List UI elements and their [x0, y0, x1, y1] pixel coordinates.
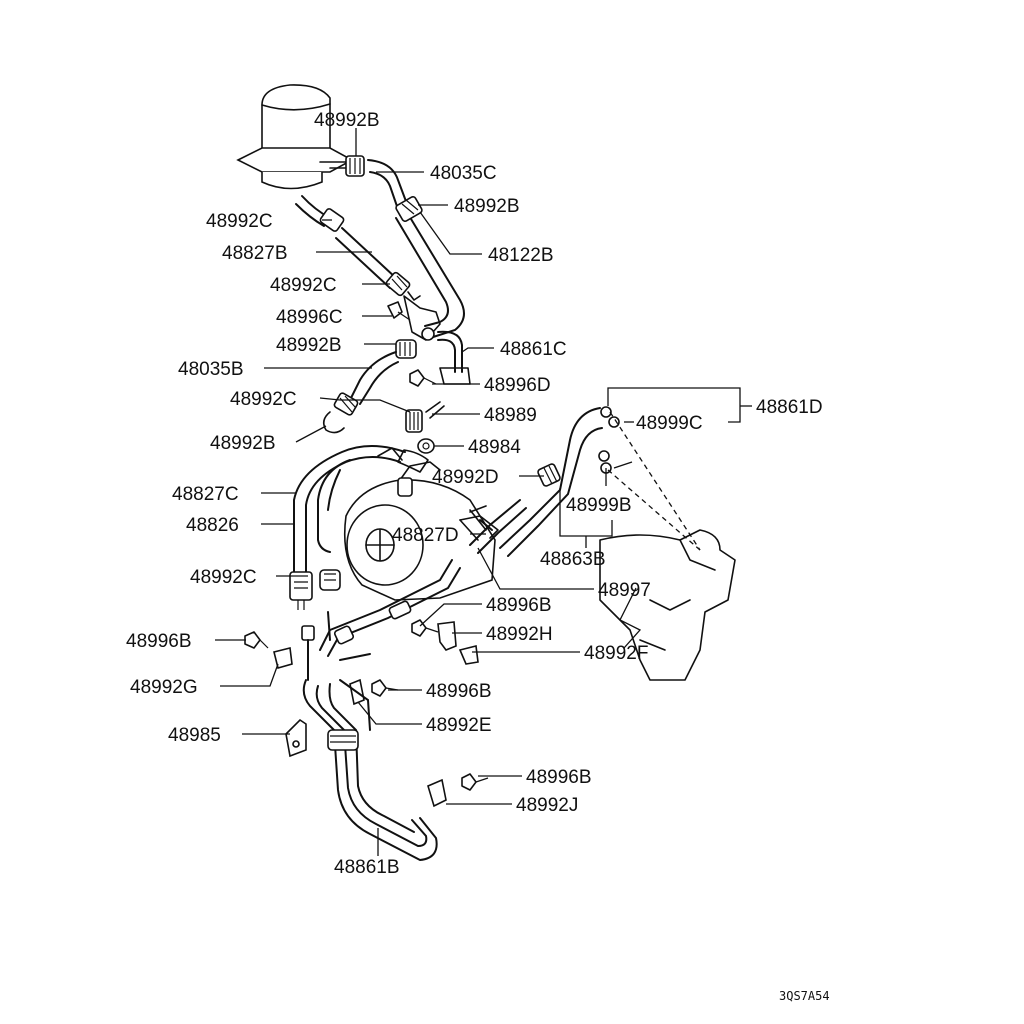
washer-48984	[417, 438, 435, 454]
label-48122b: 48122B	[488, 245, 554, 266]
hose-48035b	[322, 339, 417, 434]
bracket-48992j	[427, 773, 489, 808]
label-48992c: 48992C	[230, 389, 297, 410]
label-48863b: 48863B	[540, 549, 606, 570]
label-48996b: 48996B	[426, 681, 492, 702]
label-48861b: 48861B	[334, 857, 400, 878]
label-48827c: 48827C	[172, 484, 239, 505]
label-48992c: 48992C	[190, 567, 257, 588]
label-48992d: 48992D	[432, 467, 499, 488]
figure-code: 3QS7A54	[779, 989, 830, 1003]
pipe-fitting-upper	[387, 291, 441, 341]
label-48997: 48997	[598, 580, 651, 601]
seal-48989	[405, 401, 445, 433]
label-48827d: 48827D	[392, 525, 459, 546]
label-48035c: 48035C	[430, 163, 497, 184]
label-48985: 48985	[168, 725, 221, 746]
steering-gear-box	[599, 411, 736, 681]
clamp-48992c-lower	[289, 569, 341, 610]
label-48999b: 48999B	[566, 495, 632, 516]
label-48999c: 48999C	[636, 413, 703, 434]
label-48992j: 48992J	[516, 795, 578, 816]
bracket-48992g	[244, 631, 293, 669]
bracket-48992h	[411, 619, 479, 665]
label-48992b: 48992B	[454, 196, 520, 217]
label-48996c: 48996C	[276, 307, 343, 328]
label-48992h: 48992H	[486, 624, 553, 645]
label-48827b: 48827B	[222, 243, 288, 264]
pipe-bundle-48861b	[302, 679, 438, 862]
leader-lines	[215, 128, 752, 856]
reservoir-tank	[236, 84, 354, 190]
hose-48122b	[395, 196, 465, 339]
label-48989: 48989	[484, 405, 537, 426]
label-48826: 48826	[186, 515, 239, 536]
label-48996b: 48996B	[486, 595, 552, 616]
label-48035b: 48035B	[178, 359, 244, 380]
label-48984: 48984	[468, 437, 521, 458]
hose-48035c	[367, 159, 411, 216]
label-48992b: 48992B	[314, 110, 380, 131]
pipe-48997	[319, 499, 527, 657]
label-48996b: 48996B	[526, 767, 592, 788]
label-48992c: 48992C	[270, 275, 337, 296]
pressure-pipes	[479, 406, 620, 557]
part-number-labels: 48992B 48035C 48992B 48992C 48122B 48827…	[126, 110, 823, 878]
pipe-fitting-lower	[301, 611, 371, 681]
label-48861c: 48861C	[500, 339, 567, 360]
label-48992b: 48992B	[276, 335, 342, 356]
bracket-48985	[285, 718, 307, 758]
label-48996b: 48996B	[126, 631, 192, 652]
label-48996d: 48996D	[484, 375, 551, 396]
label-48992f: 48992F	[584, 643, 648, 664]
bolt-48996d	[409, 369, 437, 387]
hose-48826	[293, 445, 406, 573]
parts-drawing	[236, 84, 736, 862]
label-48992c: 48992C	[206, 211, 273, 232]
pipe-48861c	[437, 330, 471, 385]
label-48992e: 48992E	[426, 715, 492, 736]
label-48861d: 48861D	[756, 397, 823, 418]
clamp-top	[345, 155, 365, 177]
label-48992g: 48992G	[130, 677, 198, 698]
power-steering-pump	[343, 447, 496, 601]
hose-48827b	[295, 195, 411, 297]
label-48992b: 48992B	[210, 433, 276, 454]
